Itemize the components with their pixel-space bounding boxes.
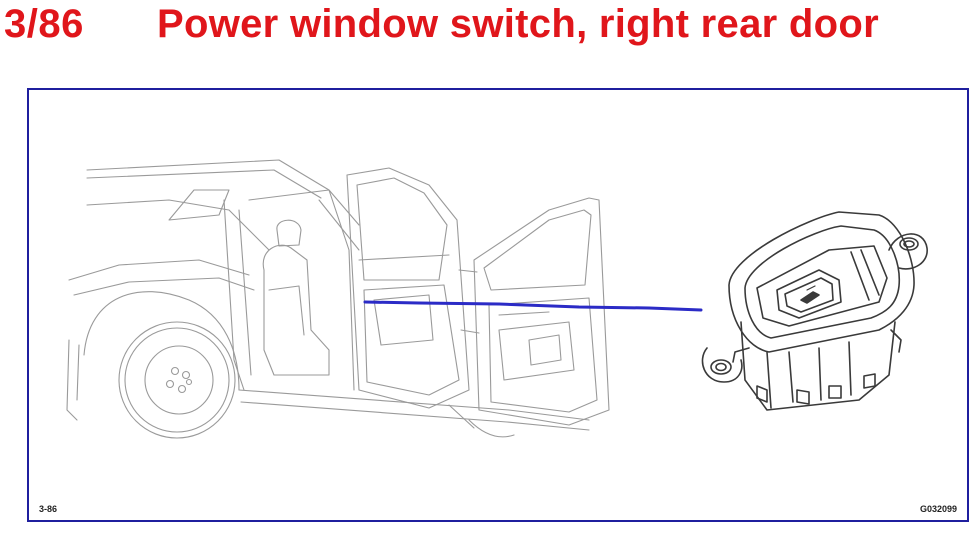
car-door-open-illustration [66,159,610,439]
image-code: G032099 [919,504,957,514]
figure-reference: 3-86 [39,504,58,514]
figure-number: 3/86 [4,2,84,46]
page-title: Power window switch, right rear door [157,2,879,46]
window-switch-illustration [701,211,928,411]
diagram-illustration [66,159,928,439]
page-header: 3/86 Power window switch, right rear doo… [0,0,979,60]
leader-line [363,300,703,312]
diagram-frame: 3-86 G032099 [27,88,969,522]
